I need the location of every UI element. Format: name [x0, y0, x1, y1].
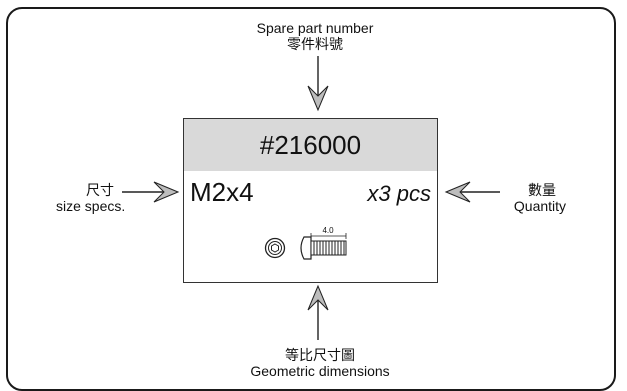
geometric-dimensions-label: 等比尺寸圖 Geometric dimensions [210, 347, 430, 379]
part-number: #216000 [184, 119, 437, 171]
dimension-label: 4.0 [322, 226, 334, 235]
quantity-en: Quantity [513, 198, 567, 214]
quantity-value: x3 pcs [367, 181, 431, 206]
arrow-up-icon [307, 284, 329, 340]
size-specs-zh: 尺寸 [86, 182, 114, 198]
size-specs-label: 尺寸 size specs. [56, 182, 166, 214]
arrow-down-icon [307, 56, 329, 112]
spare-part-number-zh: 零件料號 [287, 36, 343, 52]
size-value: M2x4 [190, 177, 254, 207]
arrow-left-icon [444, 181, 500, 203]
screw-head-icon [264, 237, 286, 259]
arrow-right-icon [122, 181, 180, 203]
spare-part-number-label: Spare part number 零件料號 [200, 20, 430, 52]
screw-side-icon [300, 233, 347, 260]
geometric-dimensions-en: Geometric dimensions [250, 363, 390, 379]
quantity-zh: 數量 [528, 182, 556, 198]
size-specs-en: size specs. [56, 198, 126, 214]
spare-part-number-en: Spare part number [256, 20, 374, 36]
geometric-dimensions-zh: 等比尺寸圖 [285, 347, 355, 363]
quantity-label: 數量 Quantity [488, 182, 578, 214]
